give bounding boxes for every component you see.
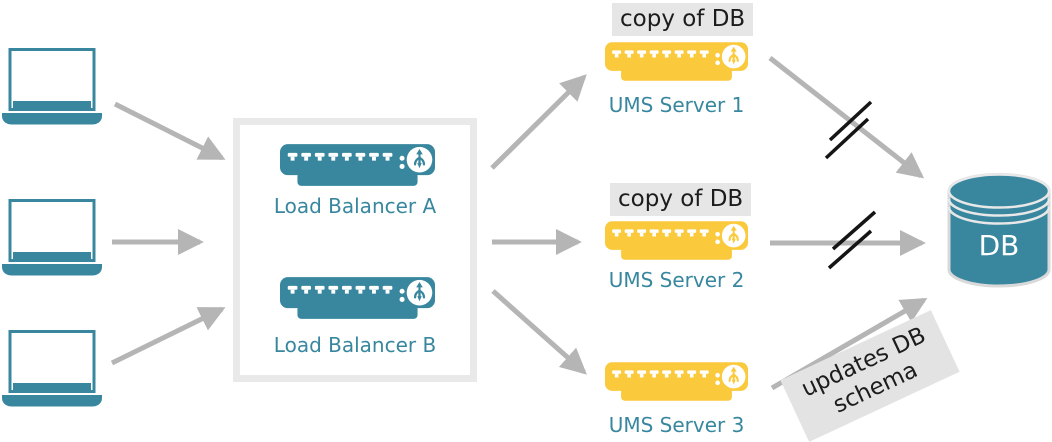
- ums-server-icon: [605, 362, 748, 401]
- load-balancer-group-box: [233, 118, 477, 382]
- load-balancer-a-label: Load Balancer A: [273, 194, 437, 218]
- ums-server-2-label: UMS Server 2: [608, 268, 745, 292]
- arrow-lb-to-ums1: [490, 74, 587, 170]
- ums-server-1-label: UMS Server 1: [608, 93, 745, 117]
- database-label: DB: [978, 229, 1020, 262]
- load-balancer-server-icon: [280, 144, 435, 186]
- broken-link-slashes-ums2: [827, 210, 877, 270]
- ums-server-3-label: UMS Server 3: [608, 413, 745, 437]
- arrow-client1-to-lb: [113, 101, 226, 161]
- copy-of-db-badge: copy of DB: [610, 183, 752, 216]
- load-balancer-b-label: Load Balancer B: [273, 333, 437, 357]
- broken-link-slashes-ums1: [824, 100, 873, 160]
- ums-server-icon: [605, 42, 748, 81]
- arrow-client3-to-lb: [110, 306, 226, 366]
- laptop-icon: [1, 199, 103, 277]
- copy-of-db-badge: copy of DB: [612, 3, 754, 36]
- laptop-icon: [1, 330, 103, 408]
- laptop-icon: [1, 48, 103, 126]
- arrow-lb-to-ums3: [491, 289, 587, 375]
- ums-server-icon: [605, 221, 748, 260]
- load-balancer-server-icon: [280, 277, 435, 319]
- arrow-ums1-to-db: [768, 56, 925, 179]
